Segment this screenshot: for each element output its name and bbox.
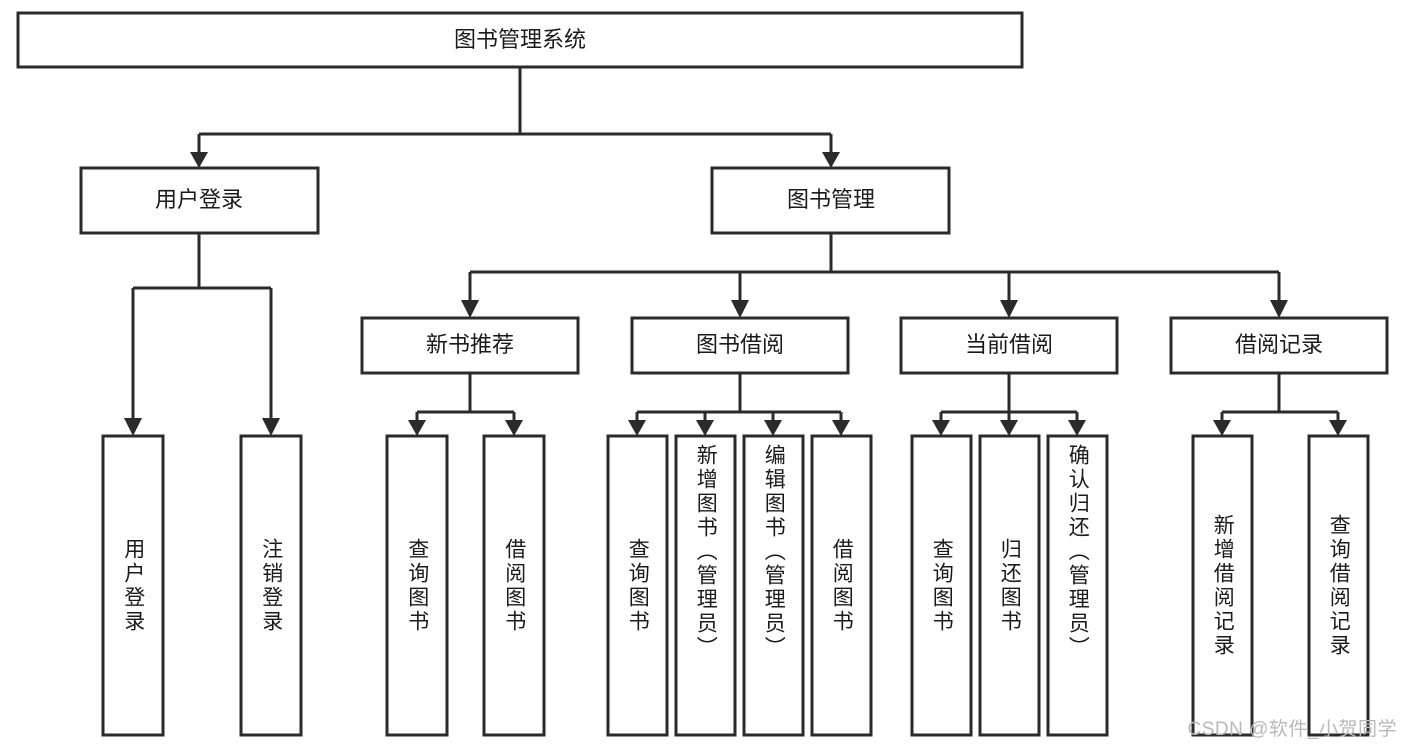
node-new-book-recommend-label: 新书推荐 (426, 332, 514, 357)
connector-root-to-level2 (190, 67, 840, 168)
node-borrow-record[interactable]: 借阅记录 (1169, 316, 1389, 375)
csdn-watermark: CSDN @软件_小贺同学 (1187, 719, 1397, 740)
connector-borrow-record-to-leaves (1213, 373, 1347, 436)
leaf-book-borrow-2[interactable] (742, 434, 805, 737)
node-book-manage[interactable]: 图书管理 (710, 166, 951, 235)
leaf-new-book-1[interactable] (482, 434, 546, 737)
node-book-manage-label: 图书管理 (787, 187, 875, 212)
node-current-borrow-label: 当前借阅 (965, 332, 1053, 357)
leaf-book-borrow-3[interactable] (810, 434, 873, 737)
connector-new-book-to-leaves (408, 373, 523, 436)
node-new-book-recommend[interactable]: 新书推荐 (360, 316, 580, 375)
node-book-borrow-label: 图书借阅 (696, 332, 784, 357)
node-book-borrow[interactable]: 图书借阅 (630, 316, 850, 375)
node-current-borrow[interactable]: 当前借阅 (899, 316, 1119, 375)
leaf-current-borrow-2[interactable] (1046, 434, 1109, 737)
leaf-current-borrow-0[interactable] (910, 434, 973, 737)
leaf-new-book-0[interactable] (385, 434, 449, 737)
leaf-current-borrow-1[interactable] (978, 434, 1041, 737)
node-user-login[interactable]: 用户登录 (79, 166, 320, 235)
leaf-borrow-record-1[interactable] (1307, 434, 1370, 737)
node-user-login-label: 用户登录 (155, 187, 243, 212)
leaf-book-borrow-1[interactable] (674, 434, 737, 737)
leaf-user-login-1[interactable] (239, 434, 303, 737)
leaf-user-login-0[interactable] (101, 434, 165, 737)
node-root-label: 图书管理系统 (454, 27, 586, 52)
connector-book-manage-to-level3 (461, 233, 1288, 318)
connector-user-login-to-leaves (124, 233, 280, 436)
connector-book-borrow-to-leaves (628, 373, 850, 436)
leaf-book-borrow-0[interactable] (606, 434, 669, 737)
leaf-borrow-record-0[interactable] (1191, 434, 1254, 737)
node-root[interactable]: 图书管理系统 (16, 11, 1024, 69)
node-borrow-record-label: 借阅记录 (1235, 332, 1323, 357)
connector-current-borrow-to-leaves (932, 373, 1086, 436)
